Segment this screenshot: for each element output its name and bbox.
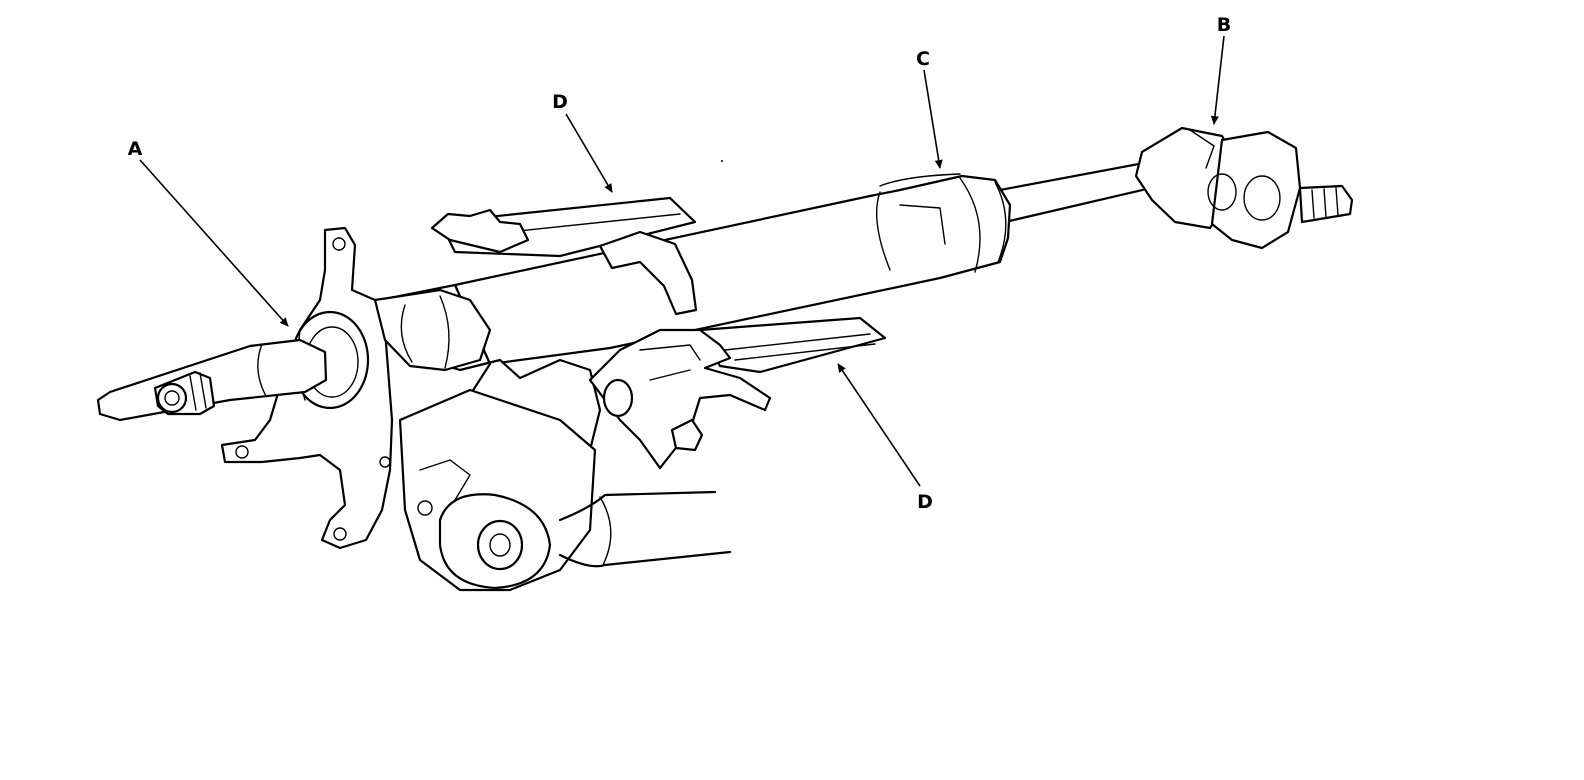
stray-dot <box>721 160 723 162</box>
leader-line-d-upper <box>565 113 613 193</box>
column-collar <box>373 288 492 372</box>
wire-harness <box>558 490 732 568</box>
leader-line-c <box>923 69 943 169</box>
lower-mounting-bracket-d <box>698 316 887 374</box>
tilt-lever-assembly <box>588 328 772 470</box>
tilt-housing <box>378 283 602 592</box>
leader-lines <box>139 35 1225 487</box>
callout-label-d-lower: D <box>917 491 933 513</box>
universal-joint-b <box>1134 126 1354 250</box>
column-cover-c <box>879 173 961 187</box>
upper-steering-shaft <box>96 338 328 422</box>
leader-line-b <box>1210 35 1225 125</box>
column-tube <box>453 174 1012 366</box>
callout-label-b: B <box>1217 14 1231 36</box>
leader-line-d-lower <box>837 363 921 487</box>
upper-mounting-bracket-d <box>430 196 697 258</box>
callout-label-a: A <box>128 138 143 160</box>
column-clamp-strap <box>598 230 698 316</box>
callout-label-d-upper: D <box>552 91 568 113</box>
leader-line-a <box>139 159 289 327</box>
callout-label-c: C <box>916 48 930 70</box>
